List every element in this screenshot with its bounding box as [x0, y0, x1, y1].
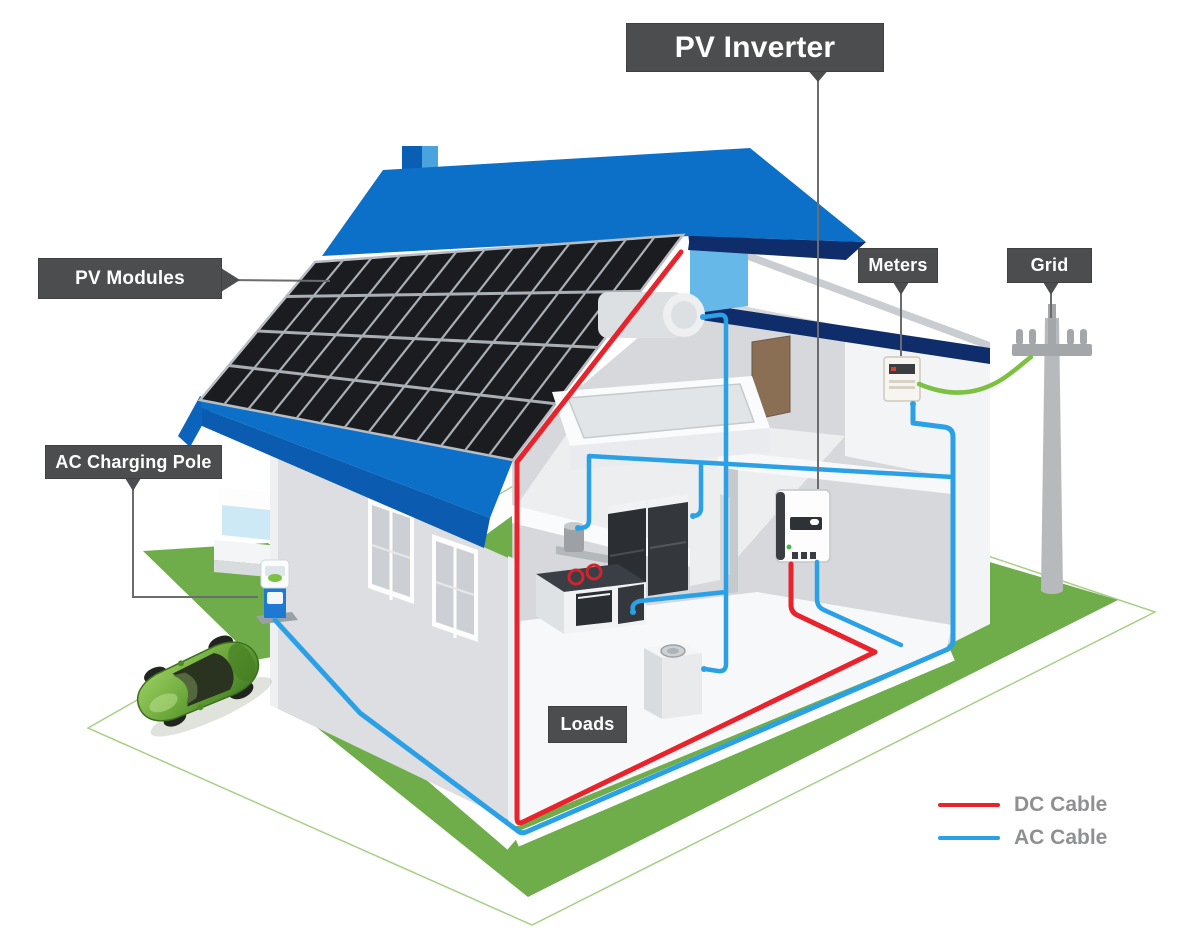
ac-cable-connectors: [575, 314, 916, 672]
roof-right-underside: [688, 236, 866, 260]
extension-roof-fascia: [688, 302, 990, 364]
pole-crossarm: [1012, 344, 1092, 356]
ev-car: [136, 635, 272, 737]
roof-lower-margin: [200, 400, 513, 518]
window: [368, 498, 414, 604]
ev-charging-pole: [256, 559, 298, 624]
window: [432, 534, 478, 642]
gable-wall: [690, 240, 748, 314]
house-base-strip: [513, 647, 955, 847]
label-pv-inverter: PV Inverter: [626, 23, 884, 72]
legend: DC Cable AC Cable: [938, 788, 1138, 854]
washing-machine: [644, 643, 702, 719]
ac-cable-swatch-icon: [938, 835, 1000, 840]
water-heater: [598, 292, 705, 338]
dc-cable-swatch-icon: [938, 802, 1000, 807]
legend-label: AC Cable: [1014, 825, 1108, 849]
roof: [178, 148, 866, 548]
label-meters: Meters: [858, 248, 938, 283]
pv-inverter-unit: [775, 489, 831, 563]
legend-label: DC Cable: [1014, 792, 1108, 816]
dc-cable-path: [514, 249, 878, 826]
label-ac-charging-pole: AC Charging Pole: [45, 445, 222, 479]
legend-item-ac-cable: AC Cable: [938, 821, 1138, 854]
utility-pole: [1012, 304, 1092, 594]
energy-meter-unit: [883, 356, 921, 402]
label-pointer-lines: [132, 70, 1052, 598]
stove-island: [536, 563, 646, 634]
extension-roof-top: [748, 252, 990, 350]
legend-item-dc-cable: DC Cable: [938, 788, 1138, 821]
house: [178, 146, 990, 826]
label-loads: Loads: [548, 706, 627, 743]
label-pointer-arrows: [125, 68, 1059, 491]
roof-top-band: [322, 148, 866, 256]
grid-cable-path: [916, 354, 1034, 395]
roof-fascia: [202, 408, 490, 548]
first-floor-surface: [512, 592, 952, 826]
label-grid: Grid: [1007, 248, 1092, 283]
label-pv-modules: PV Modules: [38, 258, 222, 299]
solar-panel-array: [197, 233, 686, 462]
